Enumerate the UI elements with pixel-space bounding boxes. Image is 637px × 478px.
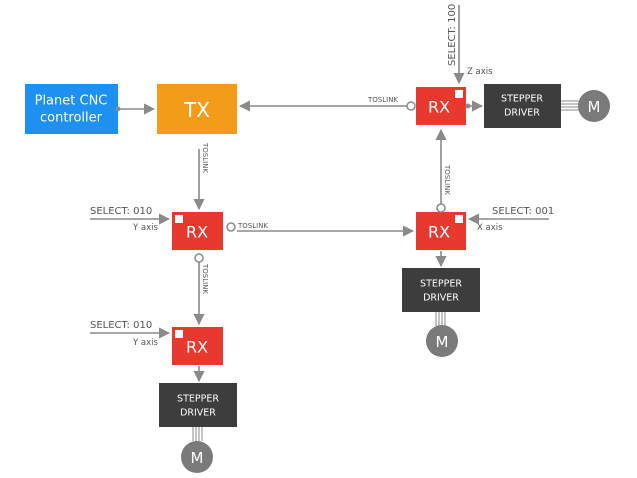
controller-output-dot bbox=[115, 106, 121, 112]
driver-z-line2: DRIVER bbox=[504, 108, 540, 119]
stepper-driver-x: STEPPER DRIVER bbox=[402, 268, 480, 312]
driver-x-line1: STEPPER bbox=[420, 279, 462, 290]
rx-unit-x: RX bbox=[416, 212, 466, 250]
driver-z-line1: STEPPER bbox=[501, 94, 543, 105]
motor-x: M bbox=[426, 325, 458, 357]
select-x-label: SELECT: 001 bbox=[492, 206, 554, 217]
motor-cable-y bbox=[192, 427, 203, 441]
rx-y1-label: RX bbox=[186, 223, 208, 242]
motor-y-label: M bbox=[191, 449, 204, 467]
rx-unit-y1: RX bbox=[172, 212, 223, 250]
x-axis-label: X axis bbox=[477, 223, 503, 233]
motor-x-label: M bbox=[436, 333, 449, 351]
rx-z-toslink-port bbox=[406, 101, 416, 111]
controller-label-line1: Planet CNC bbox=[35, 94, 108, 109]
rx-x-toslink-port-top bbox=[436, 203, 446, 213]
rx-unit-z: RX bbox=[416, 87, 466, 125]
y2-axis-label: Y axis bbox=[132, 338, 158, 348]
tx-label: TX bbox=[183, 98, 210, 122]
planet-cnc-controller: Planet CNC controller bbox=[25, 84, 118, 134]
motor-z-label: M bbox=[588, 98, 601, 116]
driver-y-line2: DRIVER bbox=[180, 408, 216, 419]
rx-z-output-dot bbox=[465, 103, 471, 109]
motor-z: M bbox=[578, 90, 610, 122]
motor-cable-x bbox=[435, 312, 446, 326]
select-y2-label: SELECT: 010 bbox=[90, 320, 152, 331]
stepper-driver-z: STEPPER DRIVER bbox=[484, 84, 561, 128]
driver-x-line2: DRIVER bbox=[423, 293, 459, 304]
toslink-label-rxy1-rxx: TOSLINK bbox=[237, 222, 268, 230]
driver-y-line1: STEPPER bbox=[177, 394, 219, 405]
rx-unit-y2: RX bbox=[172, 327, 223, 365]
rx-z-label: RX bbox=[428, 98, 450, 117]
toslink-label-rxx-rxz: TOSLINK bbox=[443, 164, 451, 195]
controller-label-line2: controller bbox=[40, 111, 103, 126]
toslink-label-rxy1-rxy2: TOSLINK bbox=[201, 263, 209, 294]
motor-cable-z bbox=[561, 100, 580, 111]
rx-y1-toslink-port-bottom bbox=[194, 253, 204, 263]
rx-x-label: RX bbox=[428, 223, 450, 242]
toslink-label-tx-rxy1: TOSLINK bbox=[201, 142, 209, 173]
stepper-driver-y: STEPPER DRIVER bbox=[159, 383, 237, 427]
rx-y1-toslink-port-right bbox=[226, 222, 236, 232]
z-axis-label: Z axis bbox=[467, 67, 493, 77]
motor-y: M bbox=[181, 441, 213, 473]
rx-y2-label: RX bbox=[186, 338, 208, 357]
select-y1-label: SELECT: 010 bbox=[90, 206, 152, 217]
select-z-label: SELECT: 100 bbox=[447, 4, 458, 66]
toslink-label-rxz-tx: TOSLINK bbox=[367, 96, 398, 104]
tx-unit: TX bbox=[157, 84, 237, 134]
y1-axis-label: Y axis bbox=[132, 223, 158, 233]
